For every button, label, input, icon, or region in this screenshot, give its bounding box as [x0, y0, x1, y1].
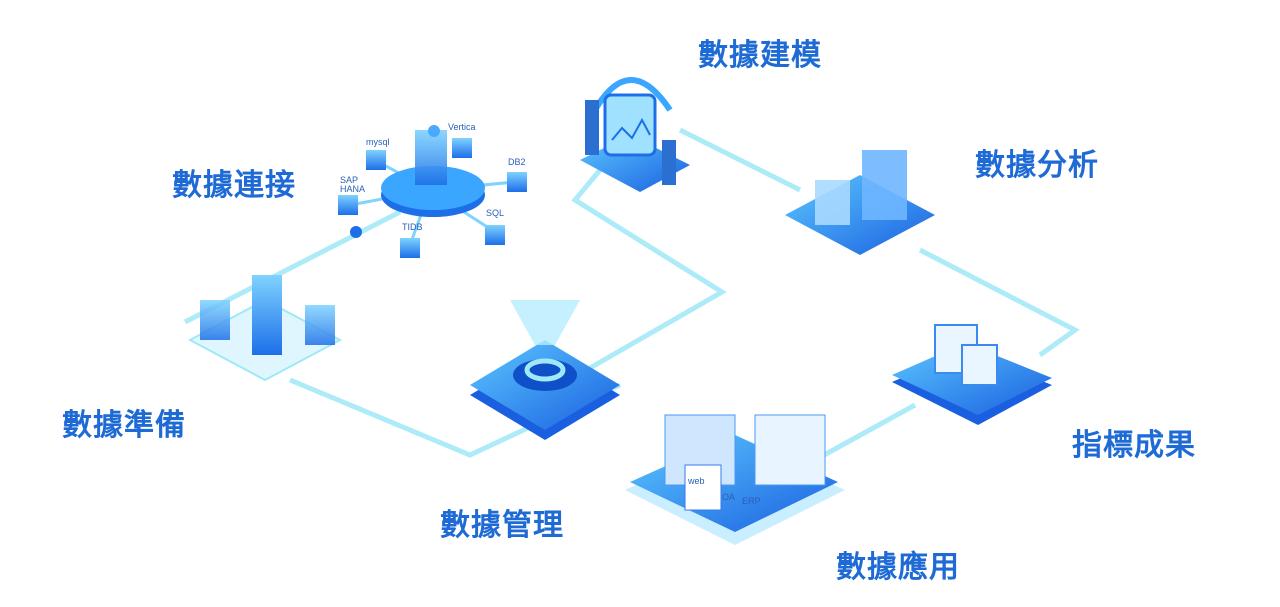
- connector-node-dot: [350, 226, 362, 238]
- app-label-web: web: [688, 476, 705, 486]
- connector-lines: [183, 127, 1080, 463]
- source-label-sql: SQL: [486, 208, 505, 218]
- app-label-erp: ERP: [742, 496, 761, 506]
- analyze-illustration: [785, 150, 935, 255]
- stage-label-connect: 數據連接: [172, 168, 296, 203]
- source-label-vertica: Vertica: [448, 122, 476, 132]
- source-label-db2: DB2: [508, 157, 526, 167]
- prepare-illustration: [187, 275, 343, 382]
- stage-label-manage: 數據管理: [440, 508, 564, 543]
- source-label-tidb: TIDB: [402, 222, 423, 232]
- connect-hub-illustration: [338, 125, 527, 258]
- source-label-sap-hana: SAP HANA: [340, 175, 366, 194]
- app-label-oa: OA: [722, 492, 736, 502]
- stage-label-model: 數據建模: [698, 38, 822, 73]
- stage-label-prepare: 數據準備: [62, 408, 186, 443]
- manage-illustration: [470, 300, 620, 440]
- model-illustration: [580, 77, 690, 192]
- results-illustration: [892, 324, 1052, 425]
- stage-label-results: 指標成果: [1072, 428, 1196, 463]
- source-label-mysql: mysql: [366, 137, 390, 147]
- stage-label-apply: 數據應用: [836, 550, 960, 585]
- apply-illustration: [625, 414, 845, 545]
- stage-label-analyze: 數據分析: [975, 148, 1099, 183]
